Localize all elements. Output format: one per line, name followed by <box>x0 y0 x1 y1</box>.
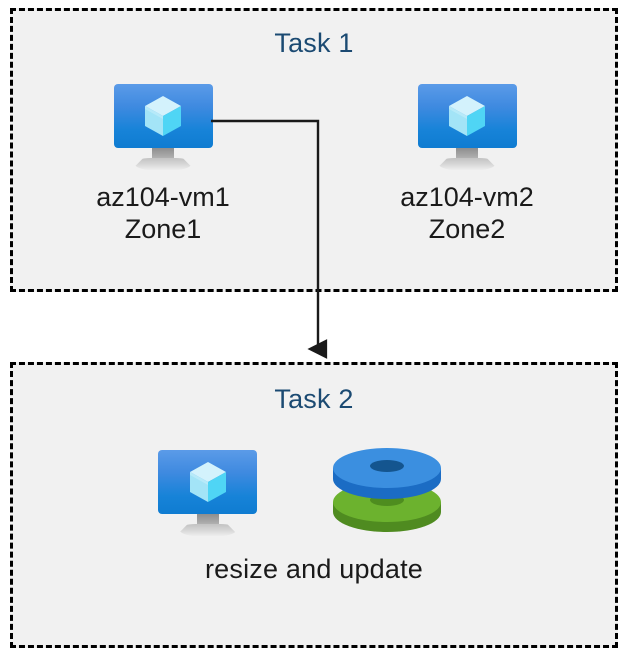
disks-icon[interactable] <box>330 440 445 536</box>
vm-monitor-neck <box>196 514 219 527</box>
task-2-caption: resize and update <box>204 554 424 584</box>
vm-monitor-neck <box>456 148 478 161</box>
vm-monitor-base <box>178 524 237 536</box>
node-az104-vm1[interactable]: az104-vm1 Zone1 <box>48 80 278 246</box>
vm-monitor-neck <box>152 148 174 161</box>
disk-blue <box>333 448 441 499</box>
task-1-title: Task 1 <box>274 28 354 58</box>
vm-monitor-screen <box>158 450 257 514</box>
vm-monitor-screen <box>113 84 213 148</box>
task-2-container <box>10 362 618 648</box>
node-label-az104-vm1: az104-vm1 Zone1 <box>96 182 230 244</box>
virtual-machine-icon <box>150 446 265 536</box>
node-label-az104-vm2: az104-vm2 Zone2 <box>400 182 534 244</box>
vm-monitor-base <box>134 158 192 170</box>
node-vm-resize[interactable] <box>150 446 265 536</box>
virtual-machine-icon <box>410 80 525 170</box>
vm-cube-glyph <box>145 96 181 136</box>
vm-cube-glyph <box>189 462 226 502</box>
vm-monitor-screen <box>417 84 517 148</box>
task-2-title: Task 2 <box>274 384 354 414</box>
virtual-machine-icon <box>106 80 221 170</box>
vm-cube-glyph <box>449 96 485 136</box>
node-az104-vm2[interactable]: az104-vm2 Zone2 <box>352 80 582 246</box>
vm-monitor-base <box>438 158 496 170</box>
